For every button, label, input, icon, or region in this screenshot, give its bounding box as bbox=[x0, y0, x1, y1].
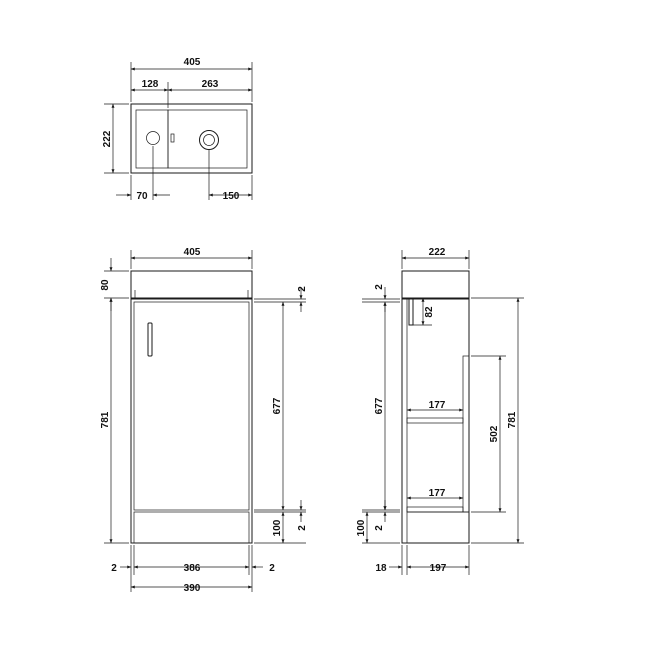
waste-inner bbox=[203, 134, 215, 146]
top-view: 405 128 263 222 70 150 bbox=[102, 57, 253, 202]
door-handle bbox=[147, 322, 153, 357]
basin-side bbox=[401, 270, 470, 299]
dim-tap-section: 128 bbox=[142, 79, 159, 90]
shelf-bottom bbox=[406, 506, 464, 513]
dim-carcass-width: 390 bbox=[184, 583, 201, 594]
back-panel bbox=[462, 355, 470, 513]
basin-front bbox=[130, 270, 253, 299]
dim-front-gap-top: 2 bbox=[297, 286, 308, 292]
dim-handle: 82 bbox=[424, 306, 435, 318]
dim-top-width: 405 bbox=[184, 57, 201, 68]
cabinet-door bbox=[133, 301, 250, 511]
basin-waste-side bbox=[408, 297, 414, 326]
basin-bowl bbox=[167, 109, 248, 169]
dim-side-left: 2 bbox=[111, 563, 117, 574]
overflow-slot bbox=[170, 133, 175, 143]
dim-side-total-height: 781 bbox=[507, 411, 518, 428]
dim-side-plinth-height: 100 bbox=[356, 519, 367, 536]
dim-front-total-height: 781 bbox=[100, 411, 111, 428]
dim-tap-offset: 70 bbox=[136, 191, 148, 202]
cabinet-plinth bbox=[133, 511, 250, 544]
tap-deck bbox=[135, 109, 169, 169]
basin-outline-top bbox=[130, 103, 253, 174]
dim-door-width: 386 bbox=[184, 563, 201, 574]
front-view: 405 80 781 2 677 100 2 2 bbox=[100, 247, 308, 594]
dim-inner-depth: 197 bbox=[430, 563, 447, 574]
waste-outer bbox=[199, 130, 219, 150]
dim-door-thickness: 18 bbox=[375, 563, 387, 574]
dim-plinth-height: 100 bbox=[272, 519, 283, 536]
cabinet-side bbox=[401, 298, 470, 544]
dim-basin-height: 80 bbox=[100, 279, 111, 291]
dim-side-depth: 222 bbox=[429, 247, 446, 258]
dim-top-depth: 222 bbox=[102, 130, 113, 147]
tap-hole bbox=[146, 131, 160, 145]
dim-shelf-top: 177 bbox=[429, 400, 446, 411]
dim-shelf-bottom: 177 bbox=[429, 488, 446, 499]
dim-waste-offset: 150 bbox=[223, 191, 240, 202]
dim-front-width: 405 bbox=[184, 247, 201, 258]
dim-side-door-height: 677 bbox=[374, 397, 385, 414]
dim-side-right: 2 bbox=[269, 563, 275, 574]
cabinet-carcass bbox=[130, 298, 253, 544]
dim-door-height: 677 bbox=[272, 397, 283, 414]
dim-side-gap-bottom: 2 bbox=[374, 525, 385, 531]
dim-side-gap-top: 2 bbox=[374, 284, 385, 290]
dim-basin-section: 263 bbox=[202, 79, 219, 90]
dim-shelf-height: 502 bbox=[489, 425, 500, 442]
dim-front-gap-bottom: 2 bbox=[297, 525, 308, 531]
shelf-top bbox=[406, 417, 464, 424]
side-view: 222 2 677 100 2 82 177 177 502 bbox=[356, 247, 524, 575]
